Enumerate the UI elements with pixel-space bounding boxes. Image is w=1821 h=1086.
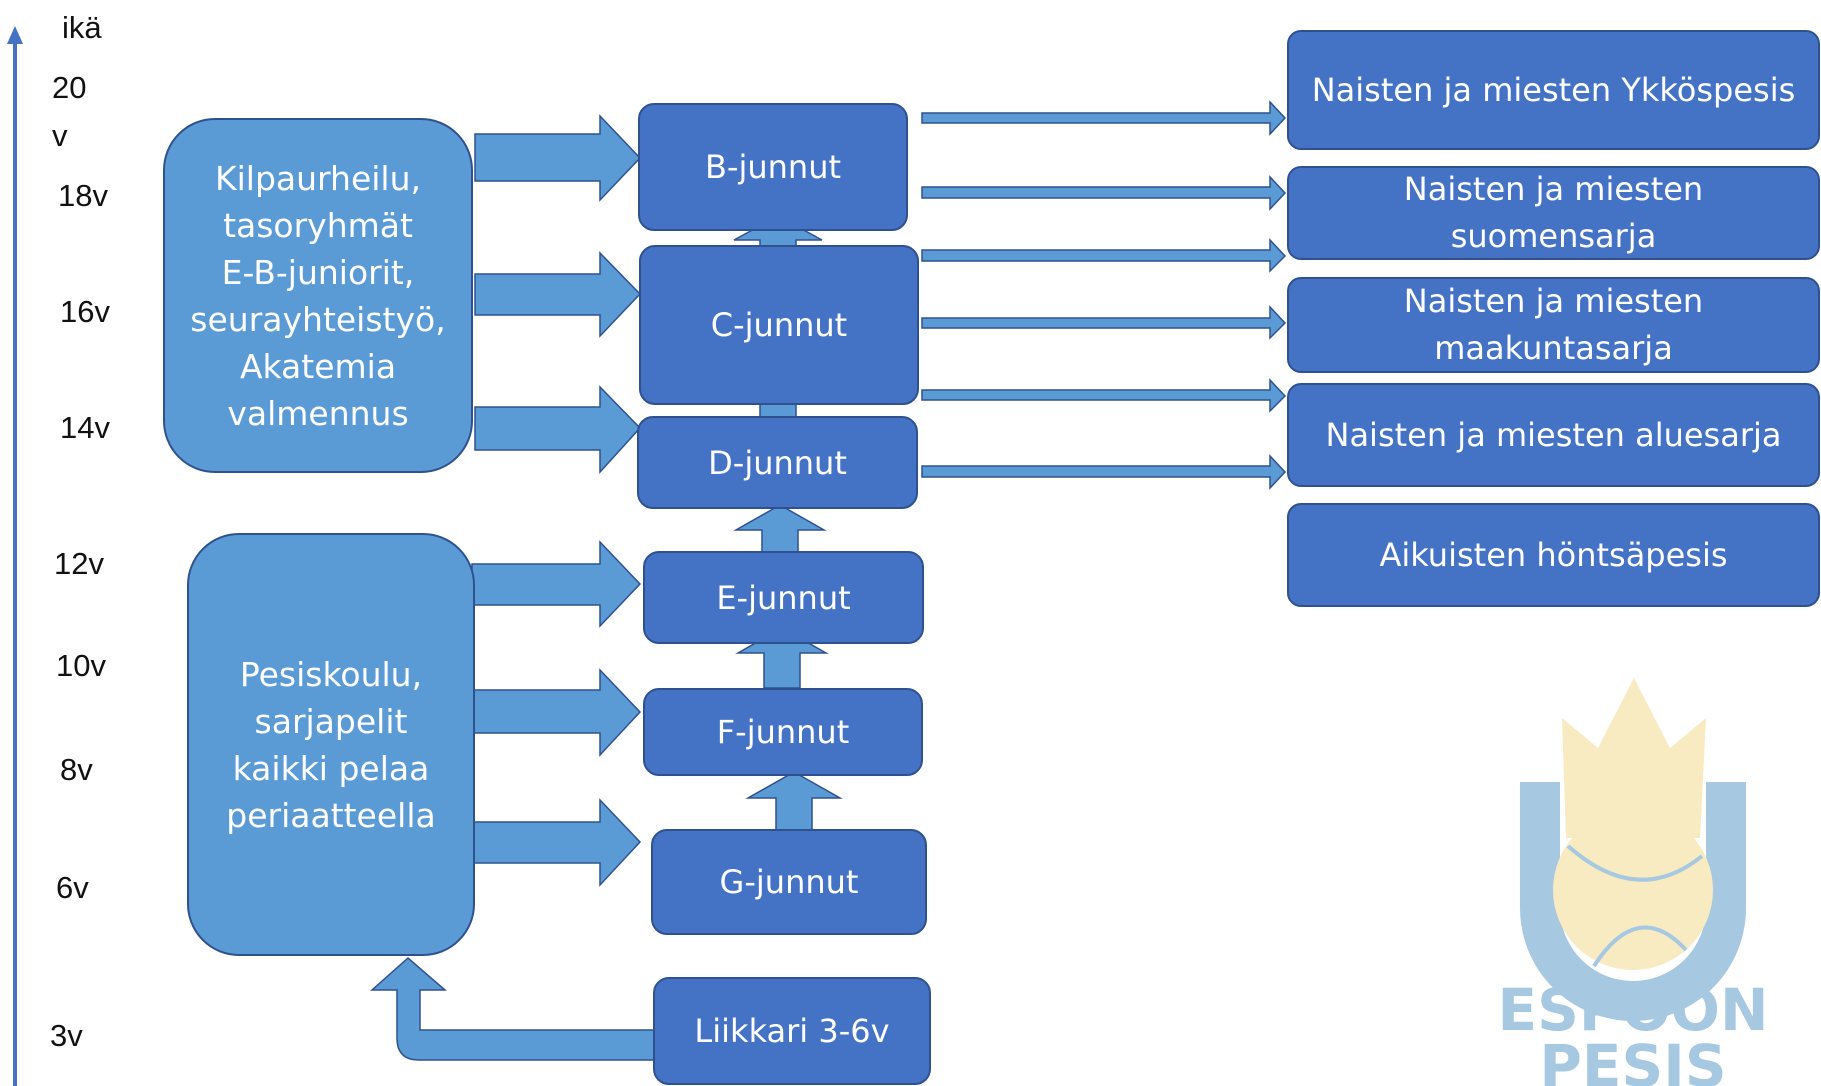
d-juniors-label: D-junnut <box>708 443 847 482</box>
e-juniors-label: E-junnut <box>716 578 851 617</box>
ykkospesis-label: Naisten ja miesten Ykköspesis <box>1311 70 1796 109</box>
arrow-b-to-ykkospesis <box>921 100 1287 136</box>
horseshoe-icon <box>1520 782 1746 1021</box>
age-label-10: 10v <box>56 648 106 683</box>
g-juniors-label: G-junnut <box>719 863 859 901</box>
espoon-pesis-logo: ESPOON PESIS <box>1497 678 1769 1086</box>
c-juniors-label: C-junnut <box>710 306 848 344</box>
arrow-school-to-e <box>471 540 642 628</box>
competitive-line-2: tasoryhmät <box>223 205 413 245</box>
ball-icon <box>1553 810 1713 970</box>
school-line-4: periaatteella <box>226 795 436 835</box>
age-label-6: 6v <box>56 870 89 905</box>
liikkari-box: Liikkari 3-6v <box>653 977 931 1085</box>
arrow-g-to-f <box>745 771 843 831</box>
competitive-program-box: Kilpaurheilu, tasoryhmät E-B-juniorit, s… <box>163 118 473 473</box>
school-program-box: Pesiskoulu, sarjapelit kaikki pelaa peri… <box>187 533 475 956</box>
age-label-12: 12v <box>54 546 104 581</box>
suomensarja-line-2: suomensarja <box>1450 217 1657 255</box>
age-label-16: 16v <box>60 294 110 329</box>
maakuntasarja-box: Naisten ja miesten maakuntasarja <box>1287 277 1820 373</box>
aluesarja-label: Naisten ja miesten aluesarja <box>1325 415 1782 454</box>
suomensarja-line-1: Naisten ja miesten <box>1403 170 1704 208</box>
ball-seam-1 <box>1566 844 1704 882</box>
age-axis-arrowhead <box>7 26 23 44</box>
g-juniors-box: G-junnut <box>651 829 927 935</box>
arrow-competitive-to-d <box>474 385 642 474</box>
arrow-c-to-suomensarja <box>921 238 1287 273</box>
arrow-school-to-g <box>471 798 642 887</box>
hontsapesis-box: Aikuisten höntsäpesis <box>1287 503 1820 607</box>
maakuntasarja-line-1: Naisten ja miesten <box>1403 282 1704 320</box>
axis-title: ikä <box>62 10 102 45</box>
age-label-14: 14v <box>60 410 110 445</box>
d-juniors-box: D-junnut <box>637 416 918 509</box>
competitive-line-5: Akatemia <box>239 346 397 386</box>
arrow-competitive-to-b <box>474 114 642 202</box>
hontsapesis-label: Aikuisten höntsäpesis <box>1379 535 1728 574</box>
suomensarja-box: Naisten ja miesten suomensarja <box>1287 166 1820 260</box>
competitive-line-1: Kilpaurheilu, <box>214 158 421 198</box>
age-label-20: 20 <box>52 70 87 105</box>
competitive-line-3: E-B-juniorit, <box>221 252 415 292</box>
arrow-school-to-f <box>471 668 642 757</box>
b-juniors-label: B-junnut <box>704 148 842 186</box>
arrow-d-to-aluesarja <box>921 454 1287 490</box>
competitive-line-4: seurayhteistyö, <box>190 299 446 339</box>
arrow-c-to-maakuntasarja <box>921 305 1287 340</box>
arrow-b-to-suomensarja <box>921 175 1287 211</box>
c-juniors-box: C-junnut <box>639 245 919 405</box>
ball-seam-2 <box>1592 925 1688 968</box>
maakuntasarja-line-2: maakuntasarja <box>1434 329 1673 367</box>
liikkari-label: Liikkari 3-6v <box>694 1012 890 1050</box>
b-juniors-box: B-junnut <box>638 103 908 231</box>
age-label-20-unit: v <box>52 118 68 153</box>
ykkospesis-box: Naisten ja miesten Ykköspesis <box>1287 30 1820 150</box>
arrow-e-to-d <box>733 504 827 553</box>
school-line-2: sarjapelit <box>254 701 408 741</box>
f-juniors-label: F-junnut <box>716 713 850 751</box>
school-line-1: Pesiskoulu, <box>239 654 423 694</box>
logo-text-pesis: PESIS <box>1539 1032 1726 1086</box>
e-juniors-box: E-junnut <box>643 551 924 644</box>
age-label-3: 3v <box>50 1018 83 1053</box>
crown-icon <box>1562 678 1706 838</box>
arrow-d-to-maakuntasarja <box>921 378 1287 413</box>
aluesarja-box: Naisten ja miesten aluesarja <box>1287 383 1820 487</box>
school-line-3: kaikki pelaa <box>232 748 430 788</box>
arrow-competitive-to-c <box>474 251 642 338</box>
age-label-8: 8v <box>60 752 93 787</box>
logo-text-espoon: ESPOON <box>1497 976 1768 1044</box>
arrow-liikkari-to-school <box>370 957 656 1061</box>
age-label-18: 18v <box>58 178 108 213</box>
competitive-line-6: valmennus <box>227 393 409 433</box>
f-juniors-box: F-junnut <box>643 688 923 776</box>
